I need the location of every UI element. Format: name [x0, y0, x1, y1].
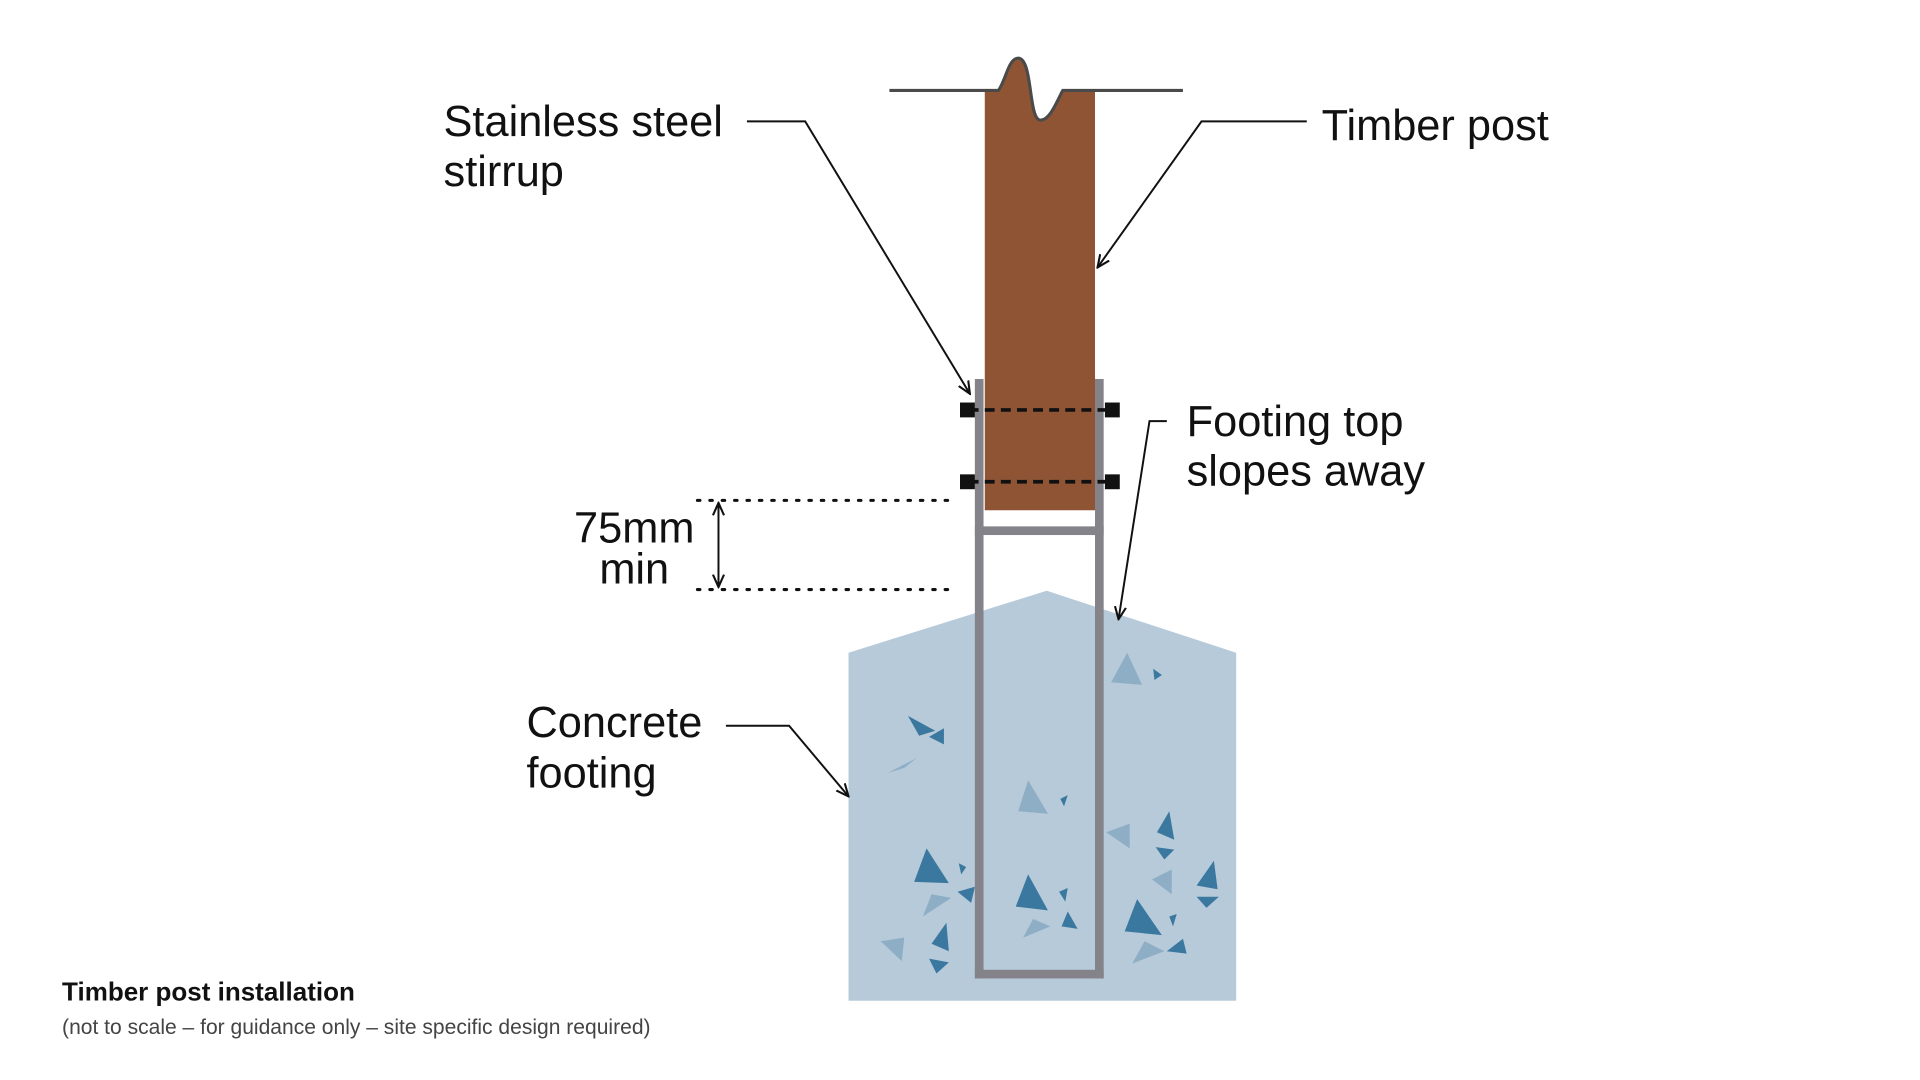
- footing-top-leader: [1119, 420, 1167, 619]
- caption-note: (not to scale – for guidance only – site…: [62, 1016, 650, 1039]
- clearance-label-line1: 75mm: [574, 504, 694, 552]
- timber-post-leader: [1097, 120, 1307, 267]
- clearance-dimension: [695, 498, 953, 592]
- clearance-label-line2: min: [599, 545, 669, 593]
- footing-top-label-line1: Footing top: [1187, 398, 1404, 446]
- footing-top-label-line2: slopes away: [1187, 448, 1426, 496]
- steel-stirrup: [974, 378, 1104, 979]
- concrete-label-line1: Concrete: [527, 699, 703, 747]
- stirrup-label-line2: stirrup: [444, 148, 564, 196]
- timber-post-label: Timber post: [1322, 102, 1549, 150]
- concrete-footing: [848, 590, 1237, 1001]
- stirrup-label-line1: Stainless steel: [444, 98, 723, 146]
- post-break-line: [889, 56, 1183, 122]
- concrete-leader: [725, 724, 849, 797]
- stirrup-leader: [746, 120, 970, 393]
- timber-post: [984, 58, 1095, 511]
- concrete-label-line2: footing: [527, 750, 657, 798]
- bolt-lower: [960, 474, 1120, 490]
- bolt-upper: [960, 402, 1120, 418]
- caption-title: Timber post installation: [62, 977, 355, 1007]
- aggregate-stones: [880, 652, 1219, 974]
